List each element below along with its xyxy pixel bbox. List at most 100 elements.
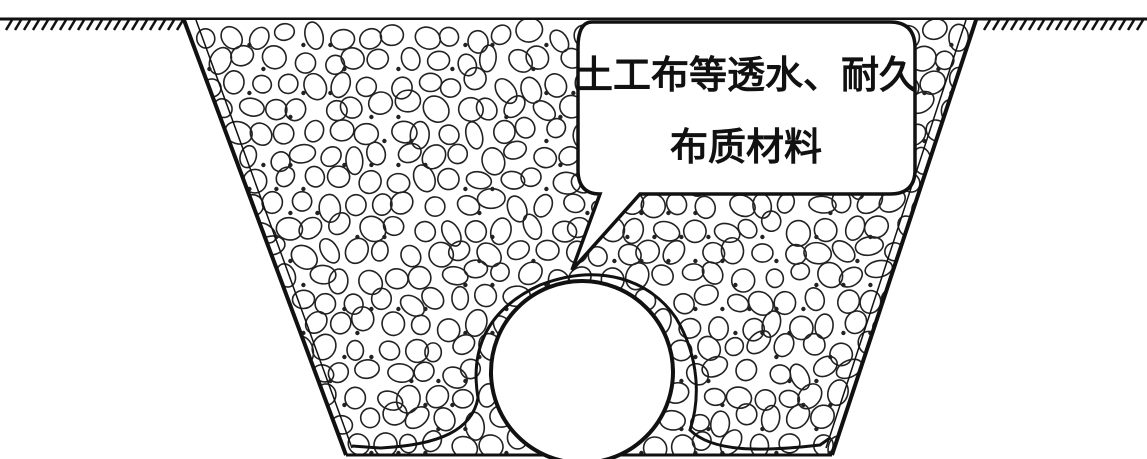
gravel-stone — [344, 386, 367, 410]
hatch-mark — [58, 19, 68, 31]
gravel-grain — [261, 354, 266, 360]
gravel-grain — [666, 258, 671, 264]
gravel-stone — [327, 362, 350, 384]
gravel-grain — [463, 186, 468, 192]
hatch-mark — [1117, 19, 1127, 31]
gravel-stone — [697, 335, 722, 361]
gravel-stone — [397, 142, 422, 164]
gravel-stone — [946, 116, 972, 139]
gravel-stone — [399, 294, 426, 317]
gravel-stone — [919, 70, 946, 96]
gravel-stone — [259, 338, 285, 361]
gravel-stone — [358, 269, 384, 296]
gravel-stone — [439, 78, 462, 98]
gravel-stone — [345, 193, 367, 217]
callout-line-1: 土工布等透水、耐久 — [575, 53, 917, 97]
gravel-grain — [855, 258, 860, 264]
hatch-mark — [1045, 19, 1055, 31]
gravel-stone — [328, 268, 349, 295]
gravel-stone — [490, 24, 512, 46]
gravel-stone — [802, 332, 826, 356]
gravel-grain — [571, 90, 576, 96]
gravel-grain — [450, 66, 455, 72]
gravel-stone — [912, 434, 937, 455]
gravel-stone — [438, 26, 460, 47]
hatch-mark — [67, 19, 77, 31]
gravel-stone — [188, 338, 211, 362]
gravel-stone — [197, 171, 218, 192]
gravel-stone — [968, 99, 976, 125]
hatch-mark — [1000, 19, 1010, 31]
gravel-grain — [977, 332, 980, 335]
gravel-grain — [423, 402, 428, 408]
gravel-stone — [245, 307, 270, 332]
gravel-stone — [311, 333, 337, 361]
gravel-grain — [396, 162, 401, 168]
gravel-stone — [909, 286, 937, 305]
gravel-stone — [436, 318, 461, 343]
hatch-mark — [112, 19, 122, 31]
gravel-stone — [810, 404, 835, 430]
gravel-stone — [735, 403, 758, 426]
gravel-stone — [208, 46, 233, 75]
ground-hatch-left — [4, 19, 185, 31]
gravel-stone — [703, 387, 727, 407]
gravel-stone — [778, 389, 801, 409]
gravel-stone — [546, 117, 567, 139]
gravel-grain — [666, 210, 671, 216]
gravel-stone — [789, 363, 811, 391]
gravel-grain — [477, 210, 482, 216]
gravel-stone — [410, 314, 431, 336]
gravel-grain — [585, 210, 590, 216]
gravel-grain — [949, 234, 954, 240]
gravel-grain — [207, 450, 212, 455]
hatch-mark — [40, 19, 50, 31]
gravel-grain — [382, 138, 387, 144]
gravel-grain — [288, 210, 293, 216]
gravel-stone — [473, 283, 498, 308]
hatch-mark — [982, 19, 992, 31]
hatch-mark — [94, 19, 104, 31]
gravel-stone — [960, 289, 976, 315]
gravel-grain — [936, 162, 941, 168]
hatch-mark — [166, 19, 176, 31]
gravel-stone — [382, 401, 408, 426]
gravel-stone — [953, 363, 976, 386]
gravel-stone — [329, 119, 355, 142]
gravel-stone — [275, 166, 296, 188]
gravel-stone — [863, 215, 890, 239]
gravel-grain — [991, 356, 994, 359]
gravel-stone — [522, 213, 543, 241]
gravel-stone — [761, 310, 782, 338]
gravel-grain — [301, 378, 306, 384]
gravel-grain — [396, 66, 401, 72]
gravel-stone — [936, 235, 958, 259]
gravel-grain — [463, 378, 468, 384]
gravel-grain — [936, 450, 941, 455]
gravel-stone — [464, 308, 488, 337]
gravel-stone — [193, 408, 220, 427]
gravel-stone — [865, 406, 893, 431]
gravel-stone — [261, 388, 282, 410]
gravel-stone — [701, 261, 724, 285]
gravel-stone — [379, 24, 405, 47]
gravel-stone — [421, 286, 445, 310]
gravel-grain — [315, 210, 320, 216]
gravel-stone — [535, 239, 560, 261]
gravel-stone — [451, 388, 475, 409]
gravel-stone — [640, 193, 667, 219]
gravel-stone — [838, 266, 864, 288]
gravel-stone — [934, 287, 961, 317]
gravel-stone — [286, 381, 311, 406]
gravel-stone — [478, 44, 497, 73]
hatch-mark — [1135, 19, 1145, 31]
hatch-mark — [175, 19, 185, 31]
gravel-stone — [358, 169, 382, 195]
gravel-grain — [814, 282, 819, 288]
gravel-stone — [222, 217, 244, 237]
gravel-stone — [926, 414, 947, 436]
hatch-mark — [1081, 19, 1091, 31]
gravel-stone — [724, 336, 745, 357]
gravel-stone — [196, 263, 219, 288]
